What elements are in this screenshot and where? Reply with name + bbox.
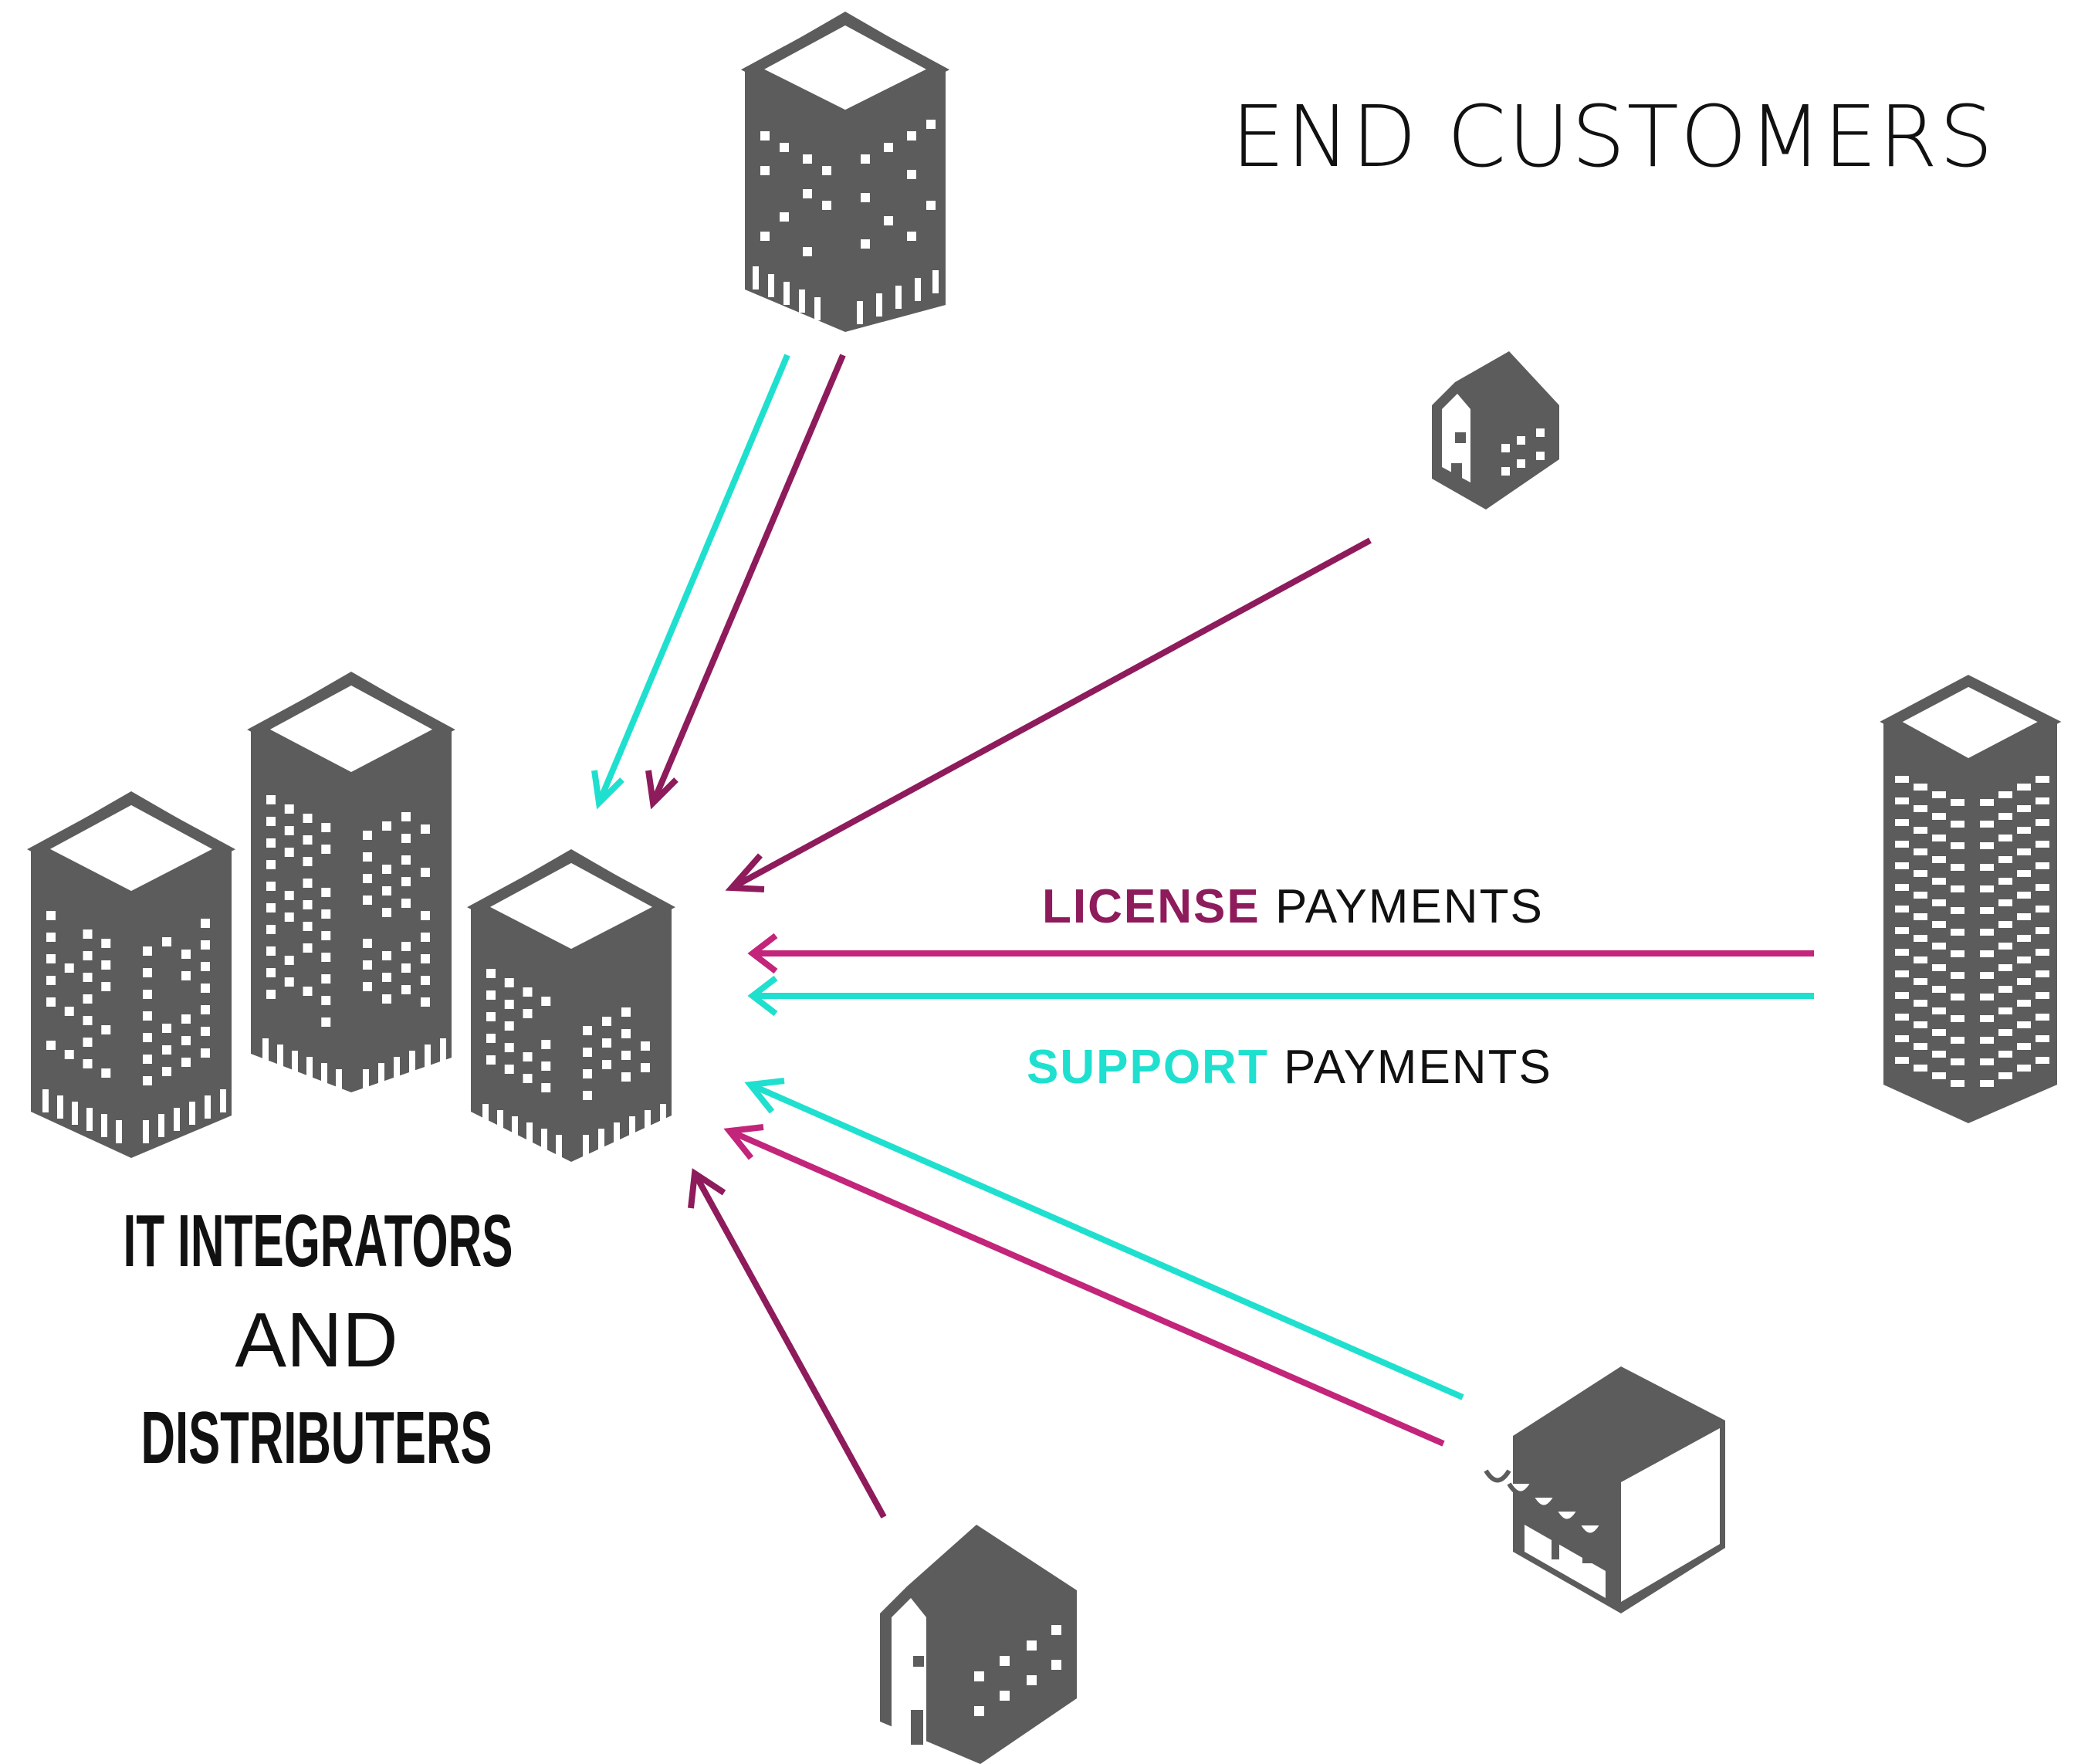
- cluster-tower-left: [27, 791, 235, 1158]
- small-house-icon: [1432, 351, 1559, 510]
- cluster-tower-right: [467, 849, 675, 1162]
- arrow-support-storefront: [744, 1078, 1464, 1400]
- arrows: [591, 354, 1814, 1519]
- office-tower-icon: [740, 12, 950, 332]
- license-strong: LICENSE: [1042, 880, 1261, 933]
- building-cluster-icon: [27, 672, 675, 1162]
- end-customers-title: END CUSTOMERS: [1231, 87, 1995, 186]
- support-strong: SUPPORT: [1027, 1041, 1269, 1094]
- license-payments-label: LICENSE PAYMENTS: [1042, 880, 1544, 933]
- arrow-license-small-house: [725, 537, 1372, 892]
- skyscraper-windows: [1895, 776, 2049, 1087]
- group-label-line2: AND: [235, 1297, 398, 1383]
- tower-left-windows: [42, 911, 226, 1143]
- arrow-license-skyscraper: [747, 933, 1814, 974]
- group-label-line1: IT INTEGRATORS: [124, 1200, 513, 1282]
- tower-right-windows: [482, 969, 666, 1158]
- support-rest: PAYMENTS: [1269, 1041, 1552, 1094]
- skyscraper-icon: [1880, 675, 2062, 1123]
- storefront-icon: [1484, 1366, 1725, 1613]
- cluster-tower-middle: [247, 672, 455, 1092]
- arrow-license-storefront: [723, 1124, 1445, 1447]
- support-payments-label: SUPPORT PAYMENTS: [1027, 1041, 1552, 1094]
- arrow-support-top: [591, 354, 790, 810]
- tower-mid-windows: [262, 795, 446, 1092]
- house-icon: [880, 1525, 1077, 1764]
- group-label-line3: DISTRIBUTERS: [141, 1397, 492, 1479]
- license-rest: PAYMENTS: [1261, 880, 1544, 933]
- arrow-license-top: [645, 354, 846, 810]
- arrow-support-skyscraper: [747, 975, 1814, 1017]
- arrow-license-house: [688, 1168, 887, 1519]
